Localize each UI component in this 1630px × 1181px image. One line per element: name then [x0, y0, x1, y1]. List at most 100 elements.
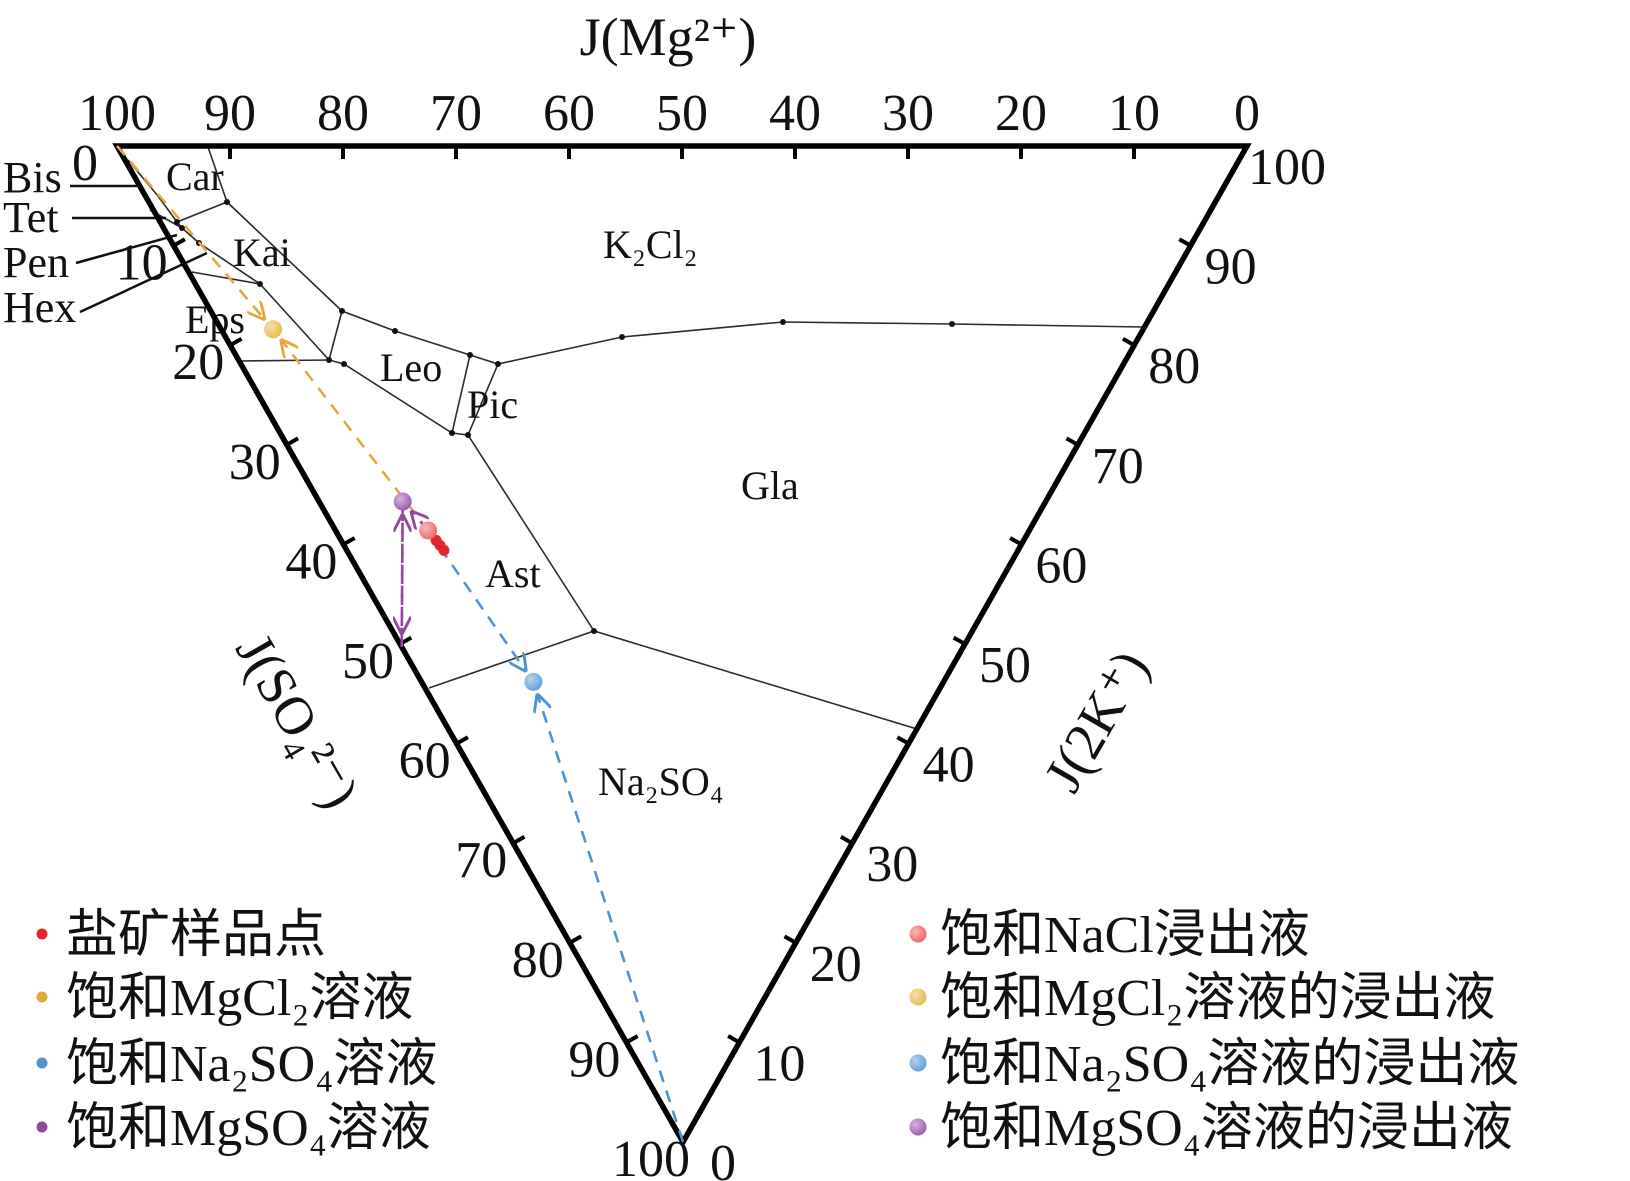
solution-path-line — [402, 516, 403, 647]
mineral-label-tet: Tet — [3, 193, 59, 242]
tick-right — [952, 635, 966, 646]
tick-right — [839, 835, 854, 845]
data-point-highlight — [419, 521, 438, 540]
data-point — [438, 544, 450, 556]
tick-label-left: 50 — [342, 633, 394, 690]
tick-left — [568, 934, 583, 945]
tick-label-right: 50 — [979, 637, 1031, 694]
tick-label-top: 30 — [882, 85, 934, 142]
legend-marker-highlight — [909, 1118, 927, 1136]
tick-label-top: 20 — [995, 85, 1047, 142]
phase-boundary-kai-leo — [328, 310, 343, 361]
tick-label-right: 30 — [866, 836, 918, 893]
legend-label: 饱和MgCl₂溶液 — [66, 970, 414, 1027]
tick-left — [285, 436, 300, 447]
tick-label-right: 40 — [923, 737, 975, 794]
data-point-highlight — [524, 672, 543, 691]
tick-label-right: 90 — [1205, 239, 1257, 296]
phase-boundary-hex-eps — [191, 271, 261, 285]
legend-marker-highlight — [909, 925, 927, 943]
tick-left — [172, 237, 186, 248]
region-label-car: Car — [166, 154, 224, 199]
tick-label-right: 100 — [1248, 139, 1326, 196]
phase-boundary-ast-na2so4 — [428, 630, 918, 730]
tick-label-top: 40 — [769, 85, 821, 142]
tick-left — [455, 735, 469, 746]
tick-label-left: 60 — [399, 733, 451, 790]
tick-label-left: 10 — [116, 235, 168, 292]
tick-label-right: 80 — [1148, 338, 1200, 395]
axis-title-top: J(Mg²⁺) — [580, 7, 757, 67]
tick-right — [896, 735, 910, 746]
tick-label-top: 50 — [656, 85, 708, 142]
data-points — [264, 320, 543, 691]
tick-label-top: 0 — [1234, 85, 1260, 142]
tick-right — [1178, 237, 1192, 248]
data-point-highlight — [393, 492, 412, 511]
tick-label-top: 10 — [1108, 85, 1160, 142]
tick-right — [1121, 337, 1136, 347]
legend-marker — [36, 991, 48, 1003]
tick-label-left: 70 — [455, 832, 507, 889]
solution-path-line — [282, 340, 430, 532]
tick-label-left: 20 — [172, 334, 224, 391]
tick-label-right: 0 — [710, 1135, 736, 1181]
legend-label: 饱和MgSO₄溶液 — [66, 1100, 431, 1157]
legend-marker — [36, 928, 48, 940]
legend-marker-highlight — [909, 1054, 927, 1072]
tick-label-top: 100 — [78, 85, 156, 142]
tick-label-left: 40 — [285, 533, 337, 590]
tick-left — [229, 337, 243, 347]
mineral-label-bis: Bis — [3, 153, 62, 202]
tick-label-right: 70 — [1092, 438, 1144, 495]
tick-right — [1065, 436, 1079, 447]
tick-label-left: 80 — [512, 932, 564, 989]
region-label-kai: Kai — [233, 230, 291, 275]
tick-label-left: 30 — [229, 434, 281, 491]
legend-label: 饱和Na₂SO₄溶液的浸出液 — [940, 1036, 1519, 1093]
phase-region-labels: K₂Cl₂ Car Kai Eps Leo Pic Gla Ast Na₂SO₄… — [3, 153, 799, 804]
legend-marker-highlight — [909, 988, 927, 1006]
region-label-k2cl2: K₂Cl₂ — [603, 222, 698, 267]
tick-left — [512, 835, 526, 845]
tick-label-left: 100 — [612, 1131, 690, 1181]
tick-label-top: 90 — [204, 85, 256, 142]
legend-marker — [36, 1121, 48, 1133]
tick-label-right: 10 — [753, 1035, 805, 1092]
tick-label-right: 20 — [810, 936, 862, 993]
legend-marker — [36, 1057, 48, 1069]
solution-path-line — [402, 501, 403, 633]
region-label-leo: Leo — [380, 345, 442, 390]
tick-label-top: 70 — [430, 85, 482, 142]
axis-title-right: J(2K⁺) — [1033, 640, 1161, 801]
tick-label-left: 90 — [568, 1031, 620, 1088]
data-point-highlight — [264, 320, 283, 339]
region-label-pic: Pic — [467, 382, 518, 427]
tick-label-top: 80 — [317, 85, 369, 142]
tick-label-top: 60 — [543, 85, 595, 142]
mineral-label-pen: Pen — [3, 238, 69, 287]
region-label-gla: Gla — [741, 463, 799, 508]
region-label-na2so4: Na₂SO₄ — [598, 759, 724, 804]
phase-boundary-leo-pic — [451, 354, 471, 434]
tick-right — [783, 934, 797, 945]
legend-label: 饱和Na₂SO₄溶液 — [66, 1036, 437, 1093]
tick-left — [625, 1034, 639, 1045]
tick-left — [342, 536, 356, 547]
region-label-ast: Ast — [485, 551, 541, 596]
legend-label: 饱和NaCl浸出液 — [940, 907, 1310, 964]
mineral-label-hex: Hex — [3, 283, 76, 332]
legend-label: 盐矿样品点 — [66, 907, 326, 964]
legend-label: 饱和MgSO₄溶液的浸出液 — [940, 1100, 1513, 1157]
phase-boundaries — [127, 146, 1145, 730]
tick-right — [1009, 536, 1023, 547]
tick-right — [727, 1034, 741, 1045]
solution-path-line — [116, 145, 264, 319]
tick-label-right: 60 — [1035, 537, 1087, 594]
legend-label: 饱和MgCl₂溶液的浸出液 — [940, 970, 1496, 1027]
solution-path-line — [538, 695, 685, 1143]
